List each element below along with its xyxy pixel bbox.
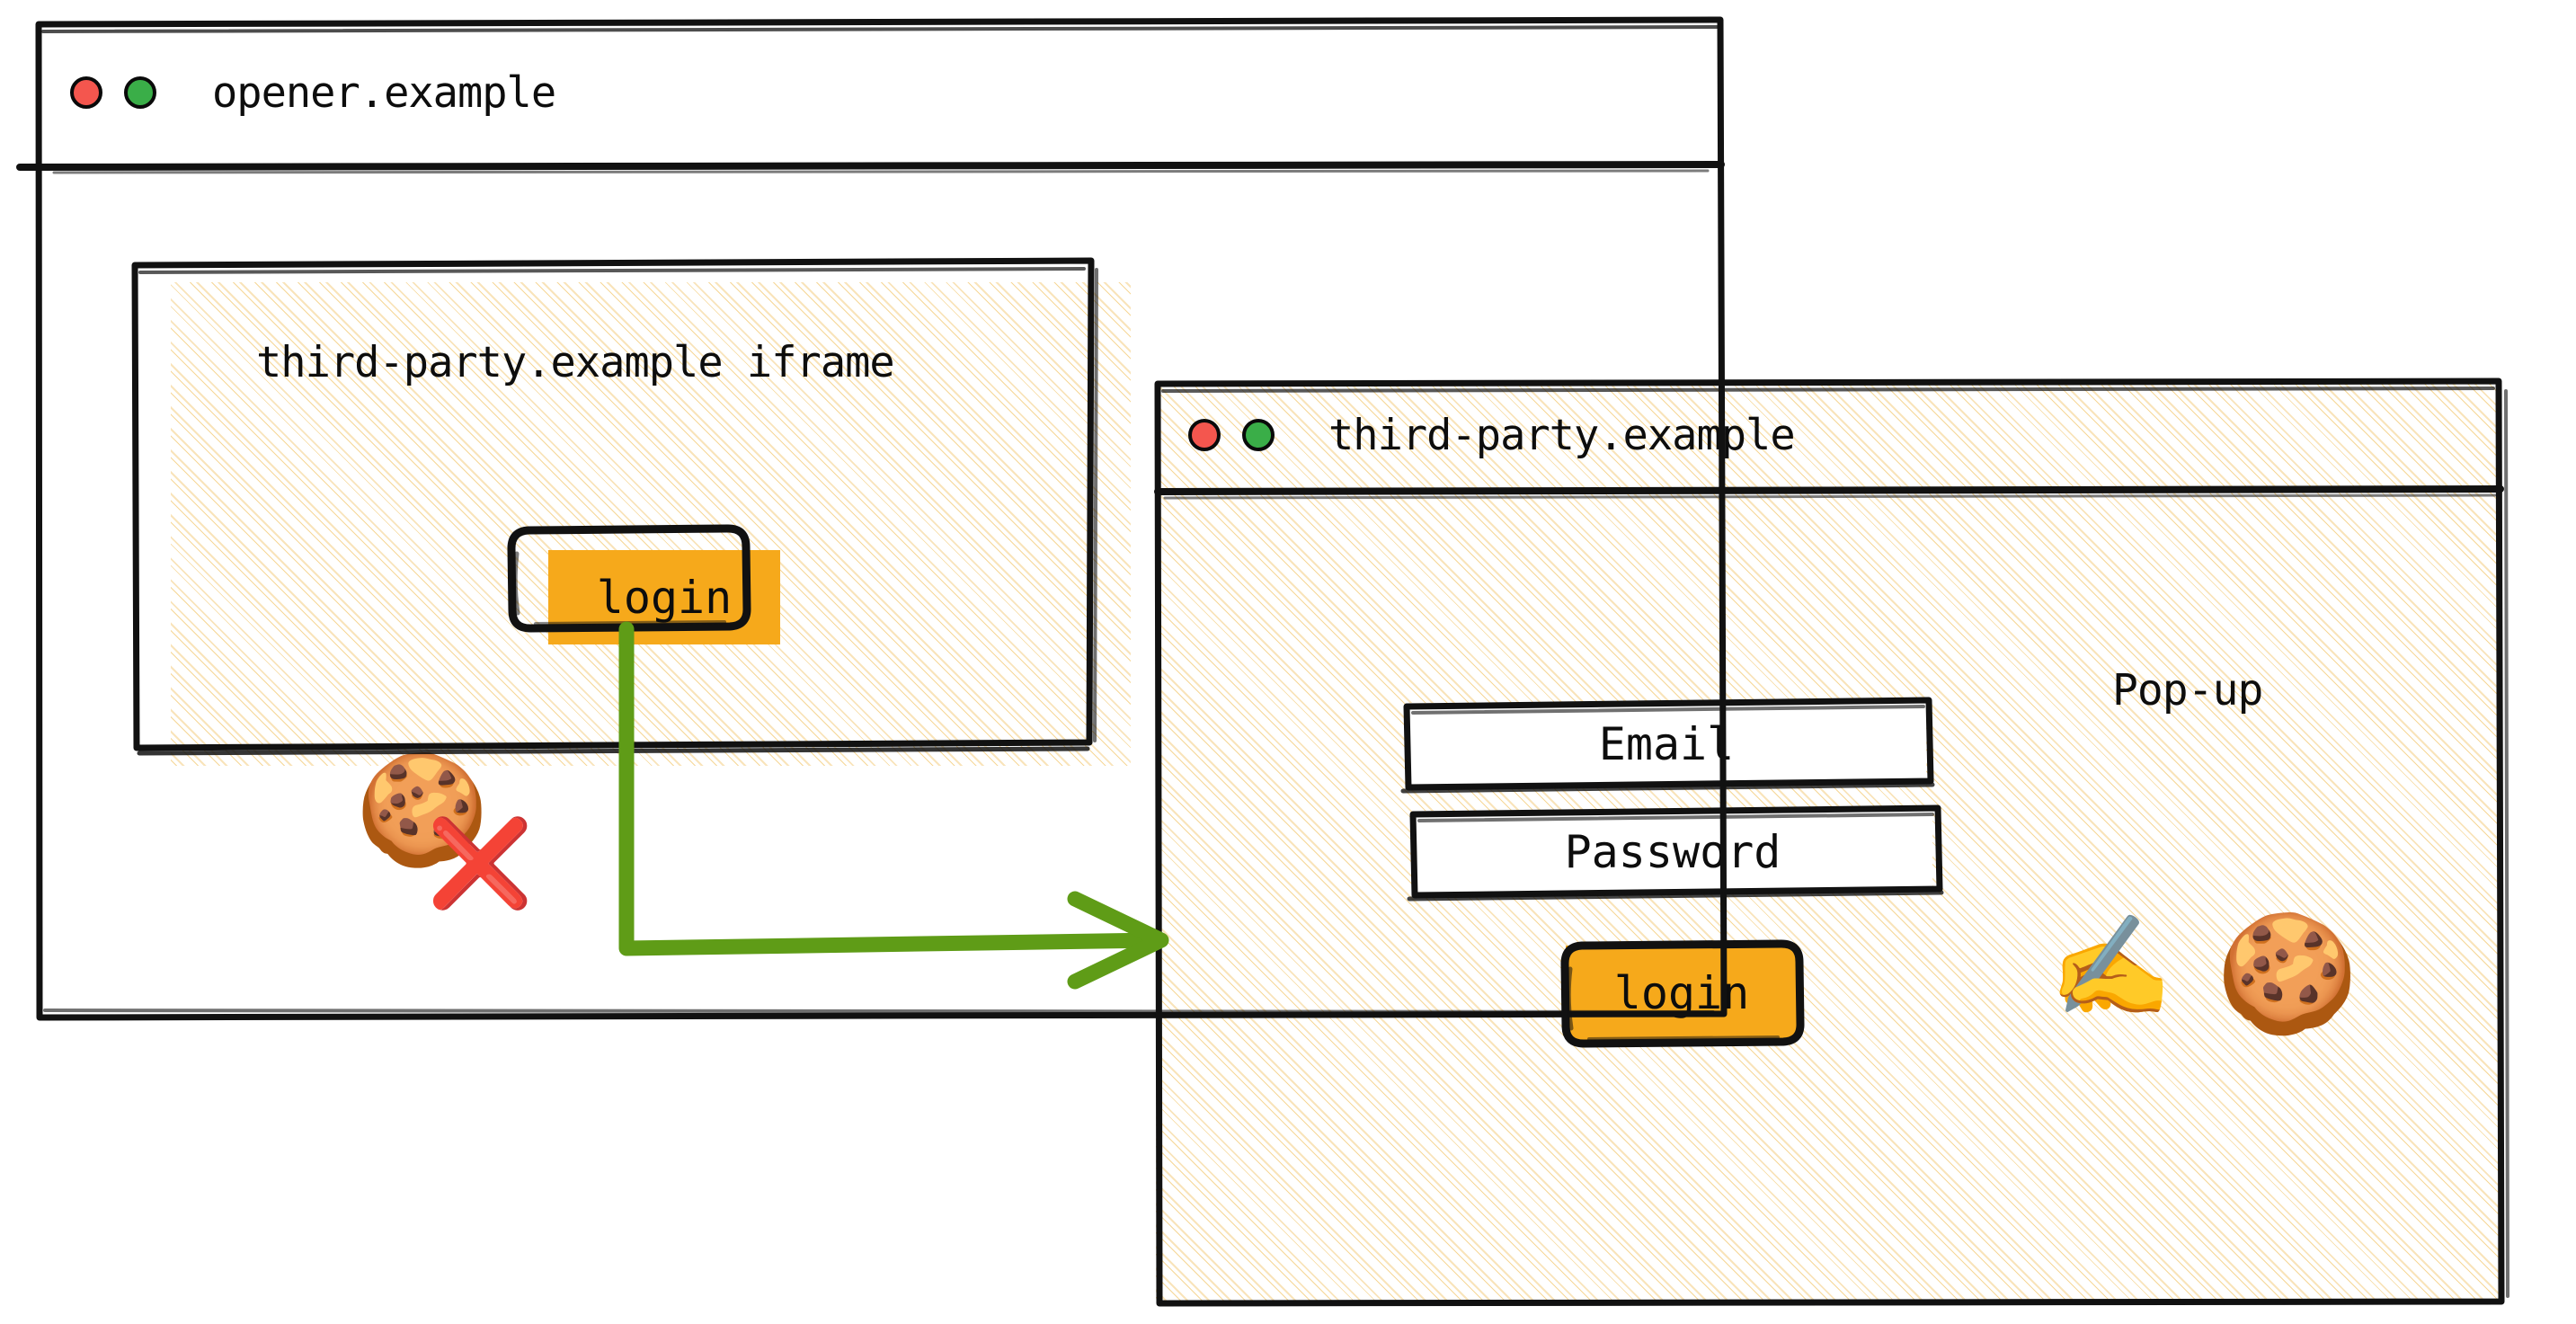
close-button-icon[interactable]: [1188, 419, 1221, 451]
popup-titlebar: third-party.example: [1156, 381, 2500, 489]
third-party-iframe: third-party.example iframe 🍪 ❌: [171, 282, 1131, 907]
cookie-icon: 🍪: [2216, 907, 2359, 1041]
close-button-icon[interactable]: [70, 76, 102, 109]
password-field[interactable]: Password: [1413, 811, 1932, 893]
opener-window-controls: [70, 76, 156, 109]
email-field[interactable]: Email: [1407, 703, 1926, 786]
popup-window-controls: [1188, 419, 1275, 451]
cookie-blocked-cross-icon: ❌: [427, 814, 534, 913]
popup-login-button[interactable]: login: [1566, 946, 1798, 1040]
opener-window-title: opener.example: [212, 67, 556, 118]
popup-callout-label: Pop-up: [2112, 665, 2263, 715]
popup-window-title: third-party.example: [1328, 410, 1796, 460]
iframe-login-button[interactable]: login: [548, 550, 780, 644]
writing-hand-icon: ✍️: [2049, 909, 2172, 1024]
maximize-button-icon[interactable]: [124, 76, 156, 109]
iframe-label: third-party.example iframe: [256, 338, 895, 387]
maximize-button-icon[interactable]: [1242, 419, 1275, 451]
opener-titlebar: opener.example: [36, 20, 1724, 165]
